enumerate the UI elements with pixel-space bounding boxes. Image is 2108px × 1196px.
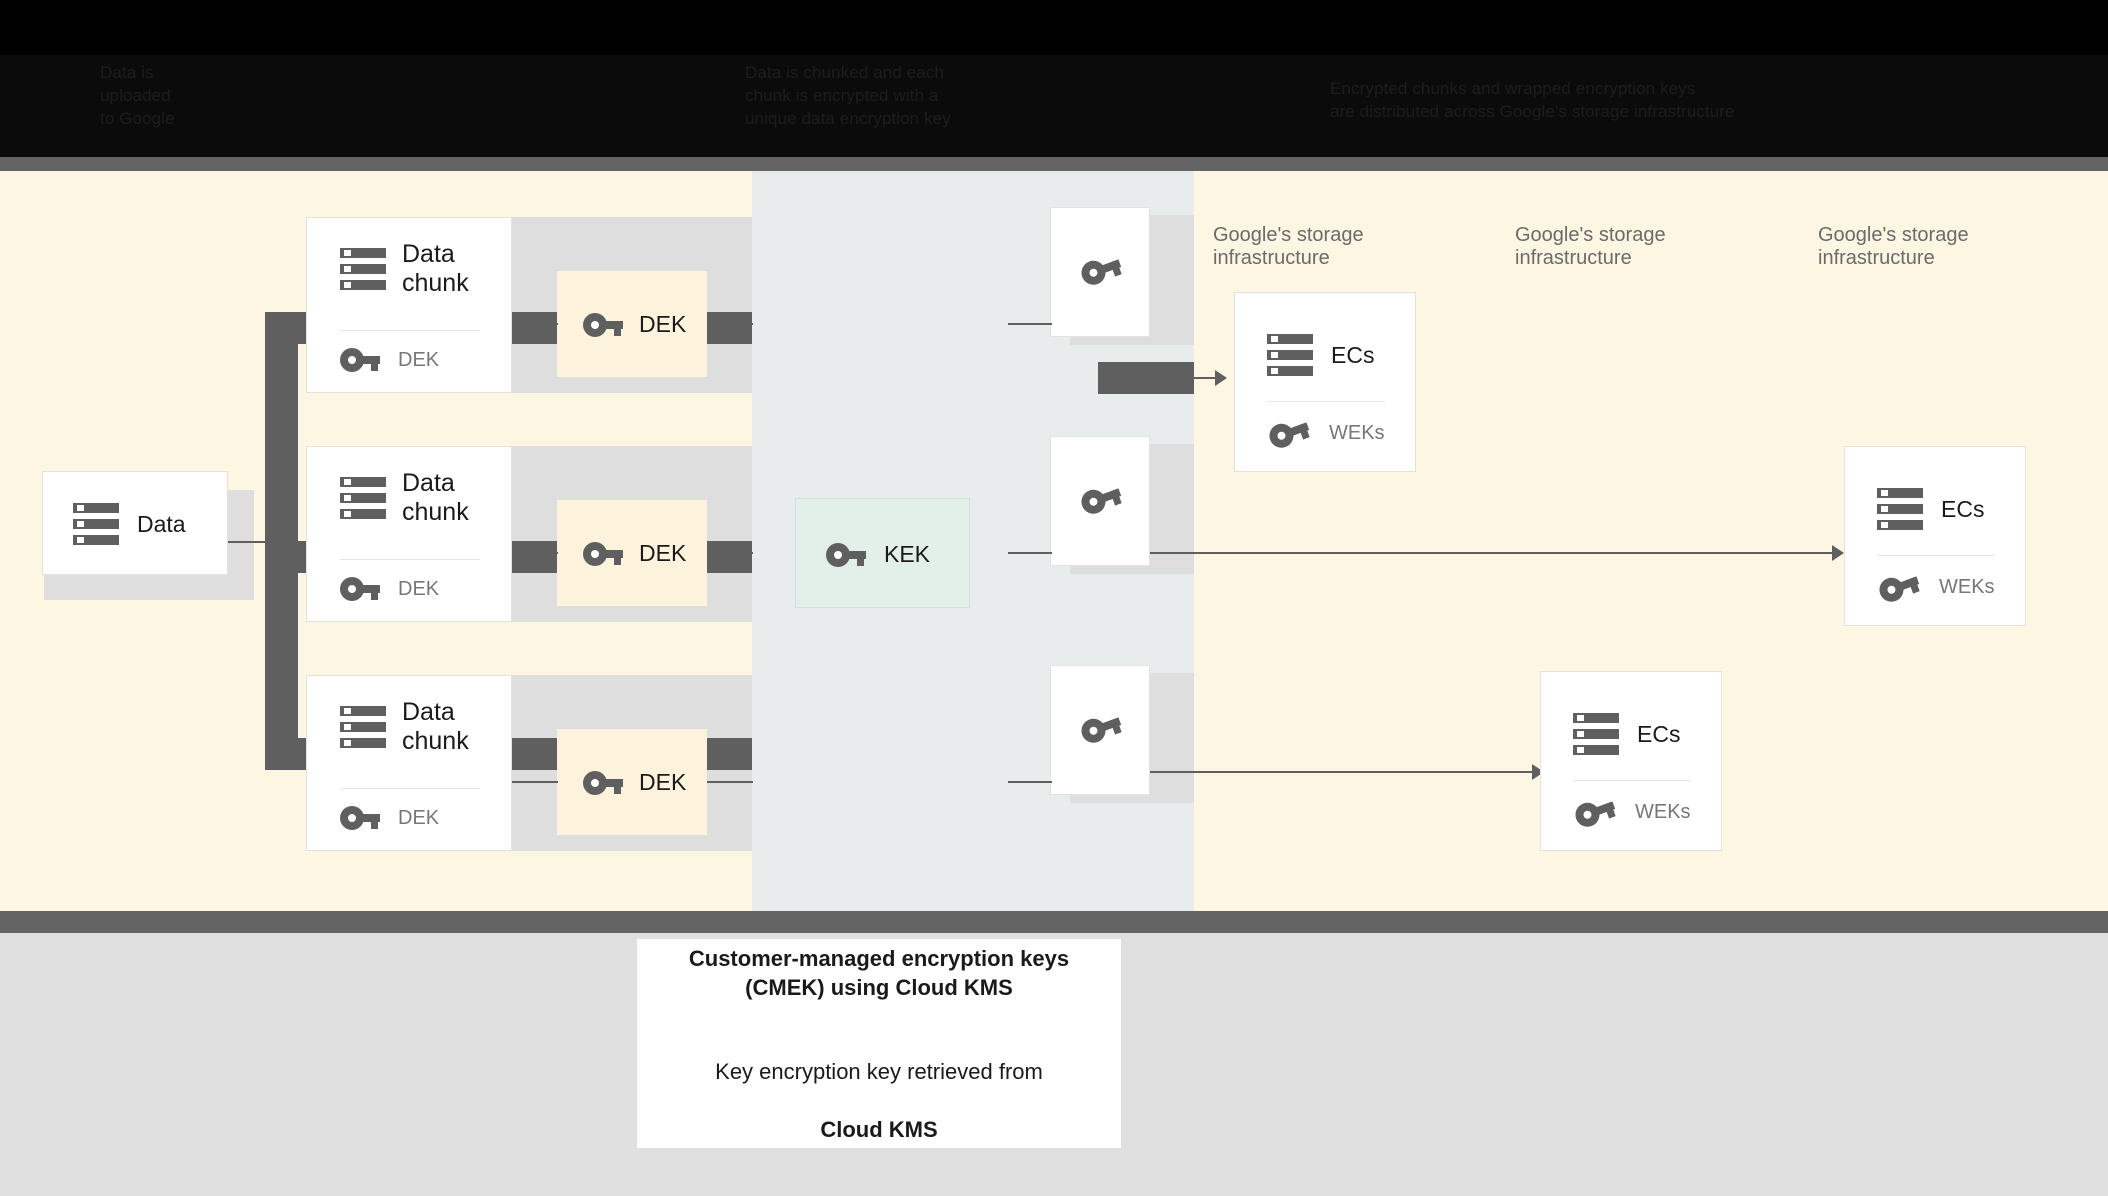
card-divider: [1877, 555, 1995, 556]
cmek-caption-subtitle-line2: Cloud KMS: [820, 1116, 938, 1142]
data-chunk-card[interactable]: Data chunk DEK: [306, 217, 512, 393]
header-step-4-text: Encrypted chunks and wrapped encryption …: [1330, 79, 1735, 121]
data-source-card[interactable]: Data: [42, 471, 228, 575]
data-source-label: Data: [137, 510, 186, 537]
top-black-strip: [0, 0, 2108, 55]
wrapped-key-icon: [1078, 710, 1124, 747]
storage-card-title: ECs: [1941, 495, 1985, 522]
bottom-caption-area: Customer-managed encryption keys (CMEK) …: [0, 933, 2108, 1196]
key-icon: [340, 348, 380, 372]
dek-label: DEK: [639, 769, 687, 795]
wrapped-key-icon: [1078, 481, 1124, 518]
connector-dek3-to-panel: [707, 781, 753, 783]
connector-chunk3-to-dek3: [512, 781, 558, 783]
cmek-caption-title: Customer-managed encryption keys (CMEK) …: [688, 945, 1070, 1000]
bottom-divider: [0, 911, 2108, 933]
data-chunk-card[interactable]: Data chunk DEK: [306, 446, 512, 622]
data-chunk-title: Data chunk: [402, 240, 469, 297]
storage-card-title: ECs: [1331, 341, 1375, 368]
key-icon: [583, 541, 623, 566]
wrapped-key-card[interactable]: [1050, 207, 1150, 337]
connector-chunk1-to-dek1: [512, 323, 558, 325]
storage-infrastructure-label: Google's storage infrastructure: [1515, 224, 1666, 269]
database-icon: [73, 503, 119, 545]
database-icon: [1267, 334, 1313, 376]
connector-dek2-to-panel: [707, 552, 753, 554]
data-chunk-title: Data chunk: [402, 469, 469, 526]
database-icon: [340, 706, 386, 748]
header-step-1-text: Data is uploaded to Google: [100, 63, 175, 128]
wrapped-key-icon: [1078, 252, 1124, 289]
database-icon: [340, 248, 386, 290]
connector-data-to-trunk: [228, 541, 268, 543]
key-icon: [583, 312, 623, 337]
arrowhead-storage-2: [1832, 545, 1844, 561]
dek-label: DEK: [639, 540, 687, 566]
storage-card[interactable]: ECs WEKs: [1234, 292, 1416, 472]
wrapped-key-card[interactable]: [1050, 436, 1150, 566]
database-icon: [340, 477, 386, 519]
card-divider: [340, 788, 480, 789]
connector-to-wrapped-key-1: [1008, 323, 1052, 325]
storage-infrastructure-label: Google's storage infrastructure: [1818, 224, 1969, 269]
cmek-caption-subtitle: Key encryption key retrieved from Cloud …: [715, 1028, 1043, 1144]
database-icon: [1877, 488, 1923, 530]
dek-box[interactable]: DEK: [557, 500, 707, 606]
data-chunk-key-label: DEK: [398, 348, 440, 371]
storage-card-title: ECs: [1637, 720, 1681, 747]
key-icon: [340, 577, 380, 601]
dek-box[interactable]: DEK: [557, 729, 707, 835]
storage-card-key-label: WEKs: [1939, 575, 1995, 598]
card-divider: [340, 330, 480, 331]
data-chunk-key-label: DEK: [398, 577, 440, 600]
wrapped-key-icon: [1266, 415, 1312, 452]
key-icon: [340, 806, 380, 830]
connector-chunk2-to-dek2: [512, 552, 558, 554]
storage-card-key-label: WEKs: [1635, 800, 1691, 823]
wrapped-key-icon: [1572, 794, 1618, 831]
dek-box[interactable]: DEK: [557, 271, 707, 377]
header-divider: [0, 157, 2108, 171]
kek-box[interactable]: KEK: [795, 498, 970, 608]
arrowhead-storage-1: [1215, 370, 1227, 386]
cmek-caption-subtitle-line1: Key encryption key retrieved from: [715, 1058, 1043, 1084]
connector-kek-to-wrapped-key-2: [1008, 552, 1052, 554]
storage-infrastructure-label: Google's storage infrastructure: [1213, 224, 1364, 269]
database-icon: [1573, 713, 1619, 755]
wrapped-key-icon: [1876, 569, 1922, 606]
wrapped-key-card[interactable]: [1050, 665, 1150, 795]
key-icon: [826, 542, 866, 567]
card-divider: [1573, 780, 1691, 781]
data-chunk-key-label: DEK: [398, 806, 440, 829]
route-to-storage-card-2: [1150, 552, 1840, 554]
diagram-stage: Data Data chunk DEK Data chunk DEK Data …: [0, 171, 2108, 911]
connector-to-wrapped-key-3: [1008, 781, 1052, 783]
storage-card[interactable]: ECs WEKs: [1844, 446, 2026, 626]
card-divider: [1267, 401, 1385, 402]
cmek-caption-box: Customer-managed encryption keys (CMEK) …: [637, 939, 1121, 1148]
dek-label: DEK: [639, 311, 687, 337]
key-icon: [583, 770, 623, 795]
kek-label: KEK: [884, 541, 931, 567]
route-to-storage-card-3: [1150, 771, 1540, 773]
header-step-2-text: Data is chunked and each chunk is encryp…: [745, 63, 951, 128]
route-to-storage-card-1: [1150, 377, 1220, 379]
storage-card[interactable]: ECs WEKs: [1540, 671, 1722, 851]
header-caption-band: Data is uploaded to Google Data is chunk…: [0, 55, 2108, 157]
storage-card-key-label: WEKs: [1329, 421, 1385, 444]
data-chunk-title: Data chunk: [402, 698, 469, 755]
data-chunk-card[interactable]: Data chunk DEK: [306, 675, 512, 851]
card-divider: [340, 559, 480, 560]
connector-dek1-to-panel: [707, 323, 753, 325]
